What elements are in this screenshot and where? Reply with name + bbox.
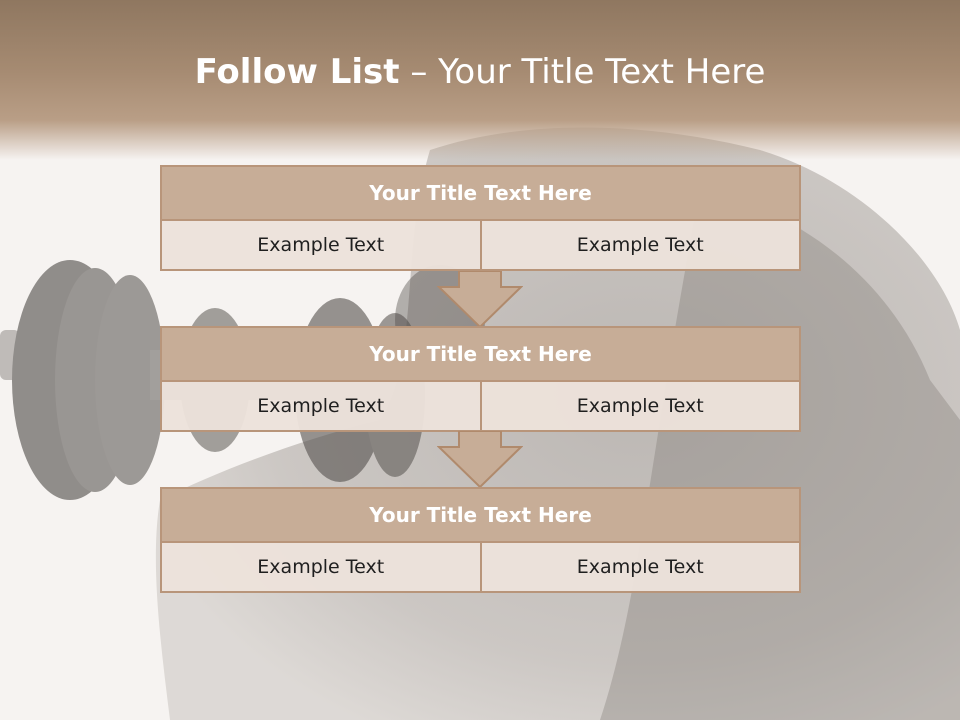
slide-title-bold: Follow List: [194, 52, 400, 92]
block-title[interactable]: Your Title Text Here: [160, 165, 801, 221]
block-cell-right[interactable]: Example Text: [481, 382, 801, 432]
down-arrow-icon: [437, 431, 523, 489]
slide-title-rest: – Your Title Text Here: [410, 52, 766, 92]
block-cell-left[interactable]: Example Text: [160, 543, 482, 593]
header-band: [0, 0, 960, 160]
block-title[interactable]: Your Title Text Here: [160, 326, 801, 382]
block-cell-left[interactable]: Example Text: [160, 221, 482, 271]
list-block-3[interactable]: Your Title Text Here Example Text Exampl…: [160, 487, 801, 593]
block-title[interactable]: Your Title Text Here: [160, 487, 801, 543]
slide-title: Follow List – Your Title Text Here: [0, 52, 960, 92]
block-cell-left[interactable]: Example Text: [160, 382, 482, 432]
block-row: Example Text Example Text: [160, 382, 801, 432]
list-block-2[interactable]: Your Title Text Here Example Text Exampl…: [160, 326, 801, 432]
down-arrow-icon: [437, 271, 523, 329]
list-block-1[interactable]: Your Title Text Here Example Text Exampl…: [160, 165, 801, 271]
block-cell-right[interactable]: Example Text: [481, 543, 801, 593]
block-row: Example Text Example Text: [160, 221, 801, 271]
block-cell-right[interactable]: Example Text: [481, 221, 801, 271]
block-row: Example Text Example Text: [160, 543, 801, 593]
